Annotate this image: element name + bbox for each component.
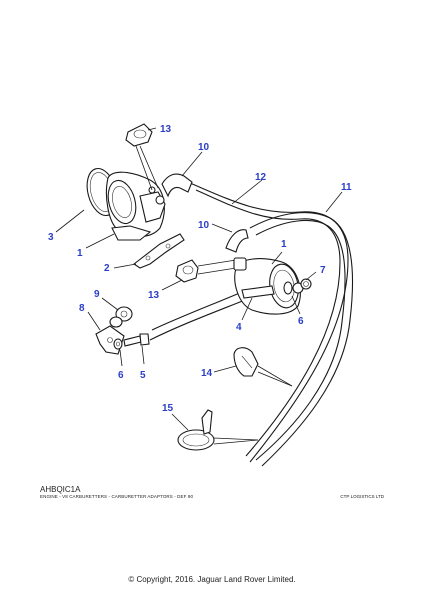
callout-10-upper: 10 — [198, 142, 210, 153]
part-5-bolt — [123, 333, 150, 347]
callout-1-right: 1 — [281, 239, 287, 250]
part-2-gasket — [133, 233, 185, 269]
callout-4: 4 — [236, 322, 242, 333]
left-carburetter-adaptor — [86, 167, 166, 241]
callout-6-left: 6 — [118, 370, 124, 381]
callout-12: 12 — [255, 172, 267, 183]
leader-lines — [55, 127, 343, 431]
callout-9: 9 — [94, 289, 100, 300]
callout-13-middle: 13 — [148, 290, 160, 301]
part-14-clip — [233, 347, 293, 387]
callout-3: 3 — [48, 232, 54, 243]
part-10-lower — [225, 229, 249, 253]
copyright-notice: © Copyright, 2016. Jaguar Land Rover Lim… — [128, 575, 296, 584]
callout-2: 2 — [104, 263, 110, 274]
hose-bundle — [189, 182, 354, 467]
vacuum-pipe — [149, 291, 246, 341]
callout-1-left: 1 — [77, 248, 83, 259]
callout-7: 7 — [320, 265, 326, 276]
callout-13-top: 13 — [160, 124, 172, 135]
callouts: 13 10 12 11 3 1 10 1 2 13 7 9 8 4 6 6 5 … — [48, 124, 352, 414]
part-15-hose-clip — [177, 409, 259, 451]
right-carburetter-adaptor — [233, 257, 312, 315]
part-13-top — [125, 123, 159, 191]
diagram-caption: ENGINE - V8 CARBURETTERS - CARBURETTER A… — [40, 494, 194, 499]
diagram-code: AHBQIC1A — [40, 485, 81, 494]
callout-11: 11 — [341, 182, 352, 193]
callout-8: 8 — [79, 303, 85, 314]
part-10-upper — [161, 173, 193, 198]
callout-14: 14 — [201, 368, 213, 379]
callout-6-right: 6 — [298, 316, 304, 327]
part-6-washer — [113, 338, 123, 350]
part-9-bush — [109, 306, 133, 328]
callout-5: 5 — [140, 370, 146, 381]
part-13-middle — [175, 259, 237, 283]
callout-10-lower: 10 — [198, 220, 210, 231]
callout-15: 15 — [162, 403, 174, 414]
vendor-name: CTP LOGISTICS LTD — [340, 494, 384, 499]
